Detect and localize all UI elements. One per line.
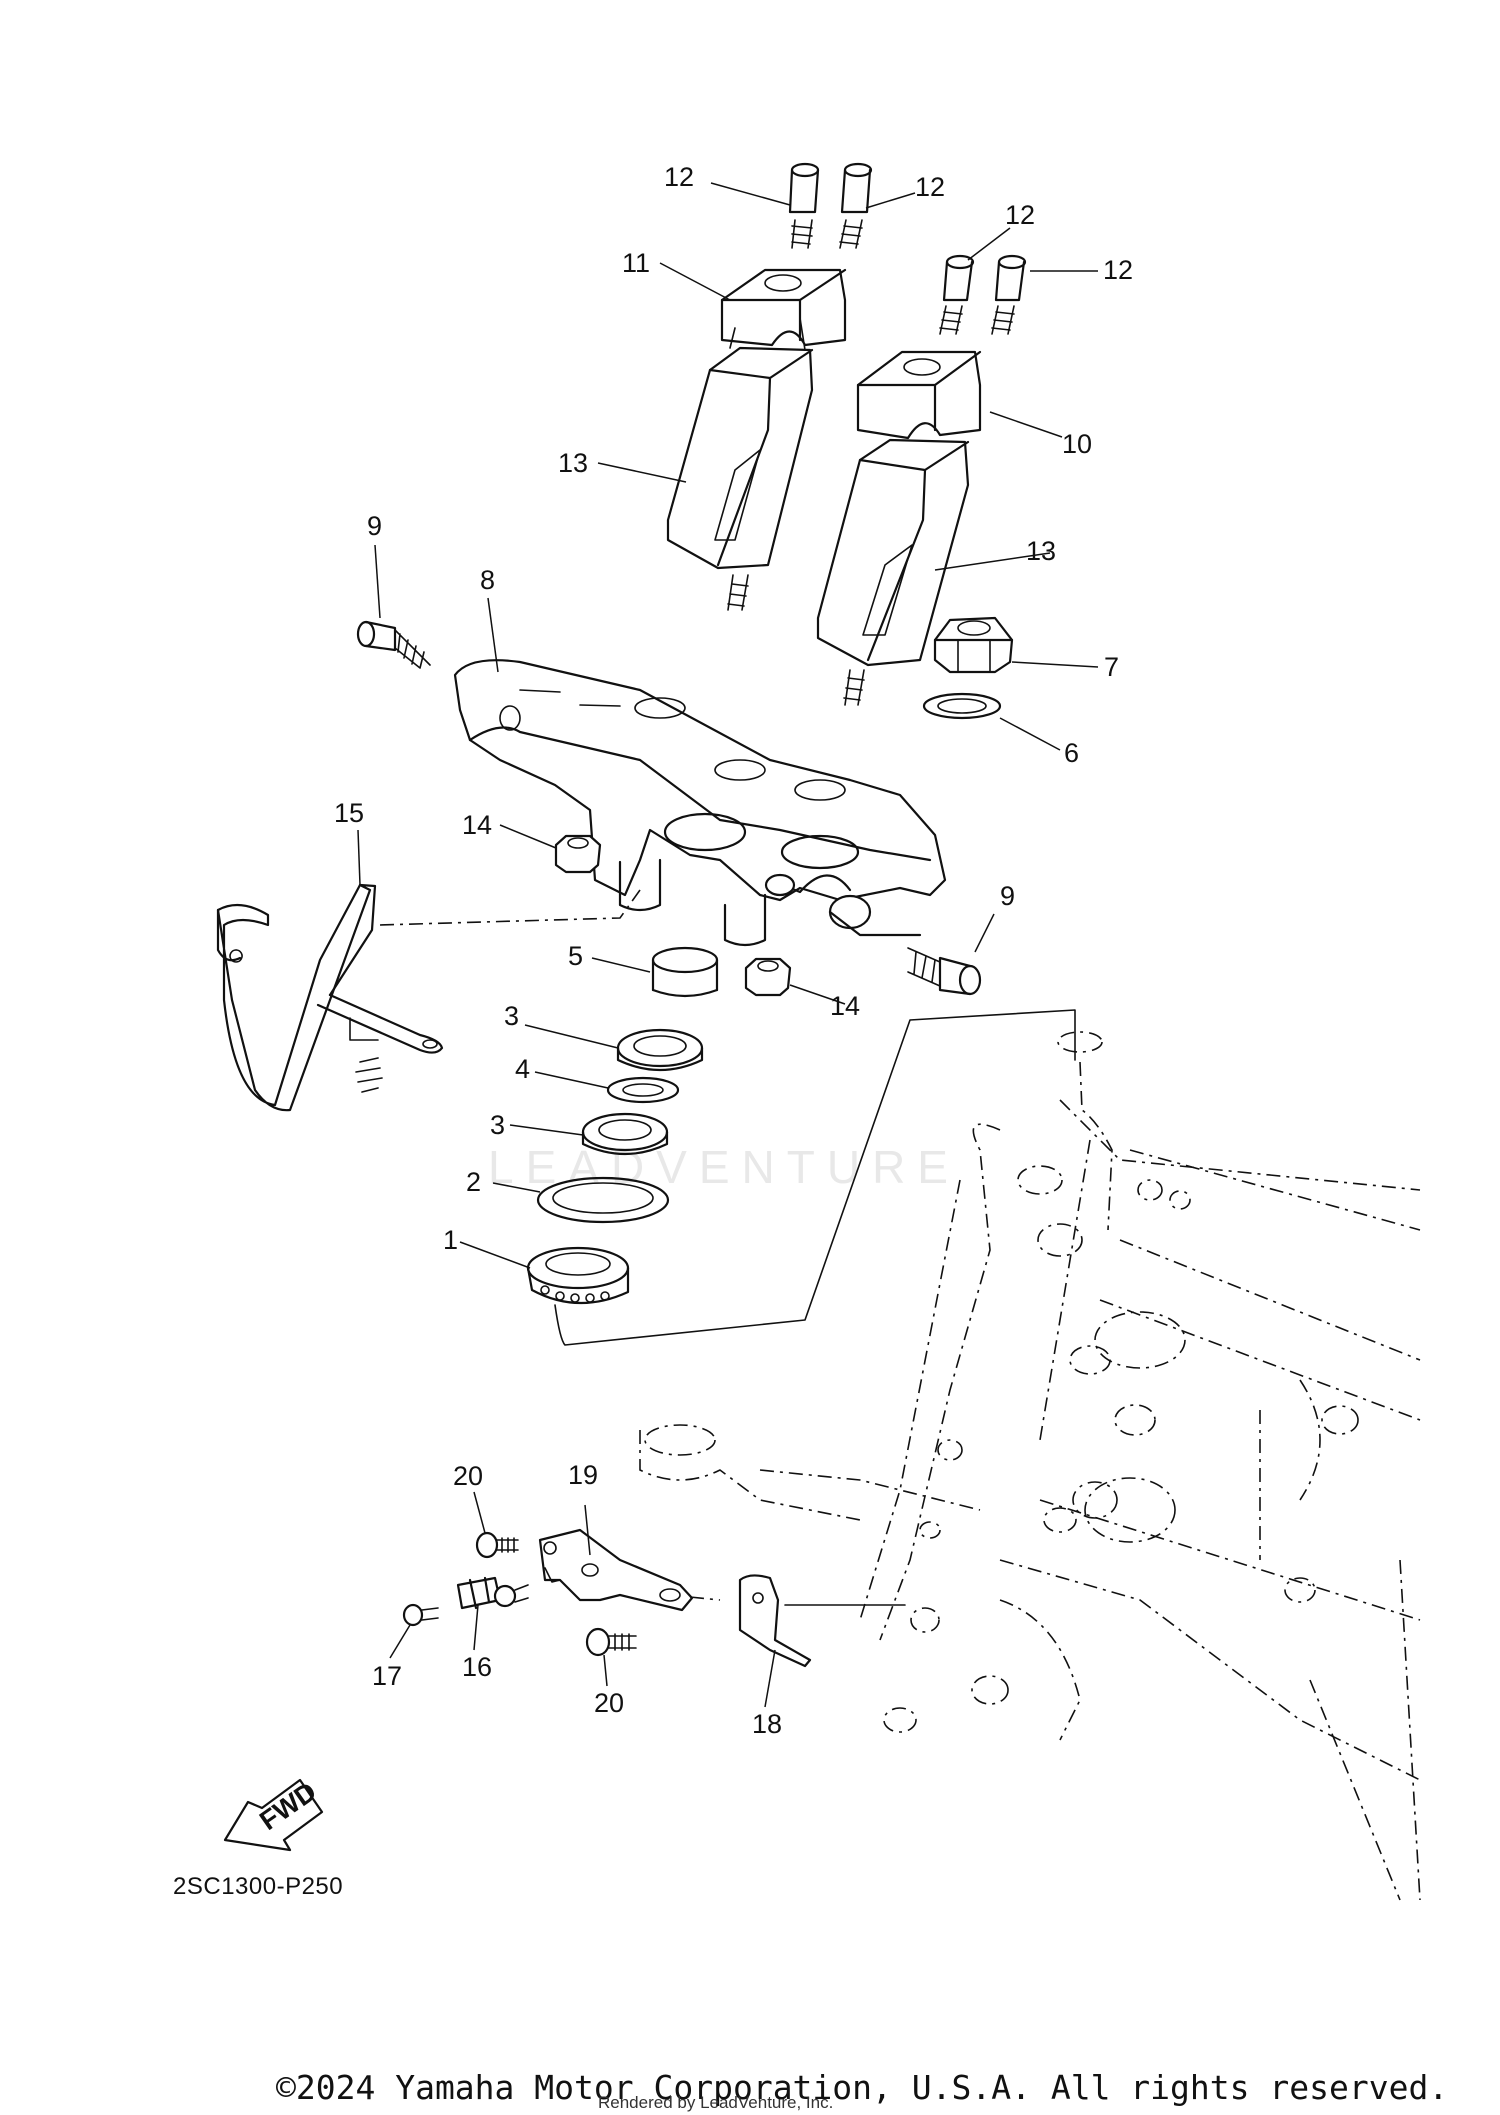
ring-nut-3b bbox=[581, 1112, 669, 1156]
bracket-18 bbox=[738, 1574, 906, 1668]
callout-2: 2 bbox=[466, 1167, 481, 1197]
callout-7: 7 bbox=[1104, 652, 1119, 682]
callout-13: 13 bbox=[1026, 536, 1056, 566]
clip-16 bbox=[456, 1576, 529, 1610]
dust-seal-2 bbox=[536, 1176, 670, 1224]
diagram-code: 2SC1300-P250 bbox=[173, 1873, 344, 1900]
callout-13: 13 bbox=[558, 448, 588, 478]
callout-9: 9 bbox=[367, 511, 382, 541]
upper-bracket-8 bbox=[453, 659, 947, 947]
bolt-20b bbox=[585, 1627, 637, 1657]
ring-nut-3a bbox=[616, 1028, 704, 1072]
callout-11: 11 bbox=[622, 248, 650, 278]
nut-7 bbox=[933, 616, 1014, 674]
callout-8: 8 bbox=[480, 565, 495, 595]
callout-1: 1 bbox=[443, 1225, 458, 1255]
callout-15: 15 bbox=[334, 798, 364, 828]
nut-14a bbox=[554, 834, 602, 874]
callout-12: 12 bbox=[664, 162, 694, 192]
handlebar-riser-13b bbox=[816, 438, 970, 706]
callout-3: 3 bbox=[490, 1110, 505, 1140]
lower-bracket-19 bbox=[538, 1528, 721, 1612]
fwd-arrow-icon: FWD bbox=[223, 1776, 324, 1852]
callout-10: 10 bbox=[1062, 429, 1092, 459]
rendered-by-notice: Rendered by LeadVenture, Inc. bbox=[598, 2093, 834, 2112]
callout-17: 17 bbox=[372, 1661, 402, 1691]
callout-5: 5 bbox=[568, 941, 583, 971]
callout-16: 16 bbox=[462, 1652, 492, 1682]
callout-12: 12 bbox=[1005, 200, 1035, 230]
callout-4: 4 bbox=[515, 1054, 530, 1084]
screw-17 bbox=[402, 1603, 439, 1627]
callout-18: 18 bbox=[752, 1709, 782, 1739]
leader-lines bbox=[357, 182, 1099, 1708]
bearing-routing-line bbox=[554, 1009, 1076, 1346]
callout-3: 3 bbox=[504, 1001, 519, 1031]
upper-handlebar-holder-10 bbox=[856, 350, 982, 440]
bracket-15 bbox=[216, 883, 641, 1112]
callout-14: 14 bbox=[830, 991, 860, 1021]
bolt-9a bbox=[356, 620, 431, 669]
callout-20: 20 bbox=[594, 1688, 624, 1718]
callout-12: 12 bbox=[915, 172, 945, 202]
callouts: 12 12 12 12 11 10 13 13 9 9 8 7 6 14 14 … bbox=[334, 162, 1133, 1739]
frame-phantom bbox=[639, 1031, 1421, 1901]
washer-6 bbox=[922, 692, 1002, 720]
handlebar-riser-13a bbox=[666, 317, 814, 611]
callout-19: 19 bbox=[568, 1460, 598, 1490]
callout-6: 6 bbox=[1064, 738, 1079, 768]
upper-handlebar-holder-11 bbox=[720, 268, 847, 347]
callout-12: 12 bbox=[1103, 255, 1133, 285]
copyright-notice: ©2024 Yamaha Motor Corporation, U.S.A. A… bbox=[276, 2068, 1449, 2107]
callout-14: 14 bbox=[462, 810, 492, 840]
nut-14b bbox=[744, 957, 792, 997]
watermark-text: LEADVENTURE bbox=[488, 1141, 960, 1193]
washer-5 bbox=[651, 946, 719, 998]
callout-20: 20 bbox=[453, 1461, 483, 1491]
bolt-12-group bbox=[788, 162, 1027, 335]
bolt-20a bbox=[475, 1531, 519, 1559]
washer-4 bbox=[606, 1076, 680, 1104]
bolt-9b bbox=[907, 947, 982, 996]
bearing-1 bbox=[526, 1246, 630, 1305]
callout-9: 9 bbox=[1000, 881, 1015, 911]
